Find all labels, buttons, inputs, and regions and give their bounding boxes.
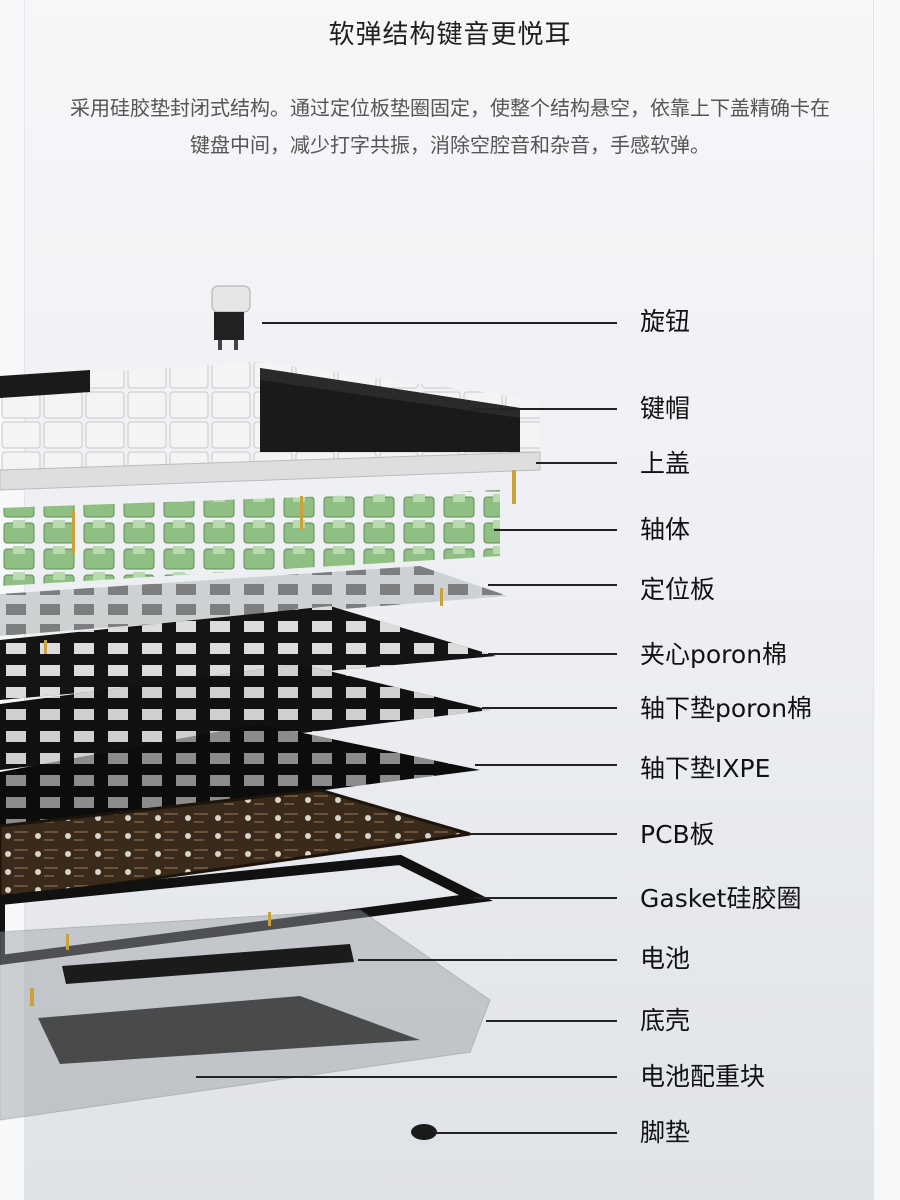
- battery-part: [62, 944, 354, 984]
- foot-part: [411, 1124, 437, 1140]
- top-case-part: [0, 451, 541, 504]
- label-switch-pad-poron: 轴下垫poron棉: [640, 694, 813, 723]
- sandwich-foam-part: [0, 606, 496, 700]
- label-bottom-case: 底壳: [640, 1006, 691, 1035]
- label-plate: 定位板: [640, 575, 716, 604]
- label-battery: 电池: [640, 944, 691, 973]
- label-pcb: PCB板: [640, 820, 715, 849]
- label-knob: 旋钮: [640, 307, 691, 336]
- label-keycaps: 键帽: [640, 394, 691, 423]
- label-feet: 脚垫: [640, 1118, 691, 1147]
- plate-part: [0, 566, 508, 636]
- keycaps-part: [0, 362, 540, 470]
- label-gasket: Gasket硅胶圈: [640, 884, 802, 913]
- label-weight: 电池配重块: [640, 1062, 766, 1091]
- switches-part: [0, 490, 500, 586]
- leader-lines: [196, 322, 617, 1134]
- weight-part: [38, 996, 420, 1064]
- description-text: 采用硅胶垫封闭式结构。通过定位板垫圈固定，使整个结构悬空，依靠上下盖精确卡在键盘…: [70, 96, 830, 157]
- label-switches: 轴体: [640, 515, 691, 544]
- label-switch-pad-ixpe: 轴下垫IXPE: [640, 754, 771, 783]
- page-title: 软弹结构键音更悦耳: [328, 20, 572, 50]
- knob-part: [211, 285, 251, 350]
- switch-pad-ixpe-part: [0, 724, 480, 832]
- switch-pad-poron-part: [0, 664, 490, 770]
- label-top-case: 上盖: [640, 449, 691, 478]
- label-sandwich-foam: 夹心poron棉: [640, 640, 788, 669]
